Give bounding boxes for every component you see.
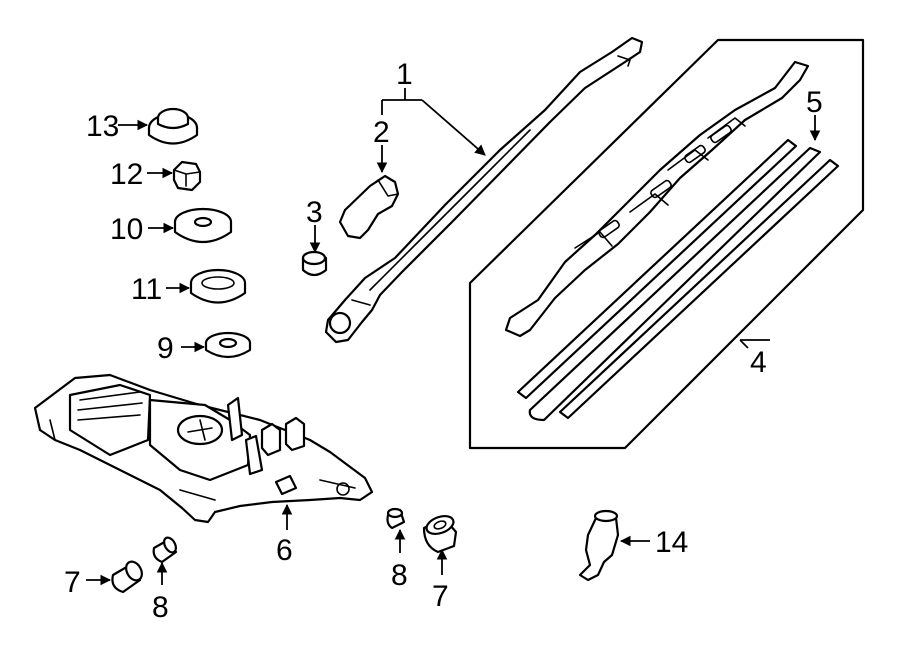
arm-cover-cap bbox=[338, 174, 400, 240]
nut-part-12 bbox=[172, 160, 202, 192]
wiper-arm bbox=[324, 36, 644, 344]
leader-lines bbox=[86, 88, 821, 586]
bushing-part-8-left bbox=[152, 536, 178, 564]
washer-part-11 bbox=[189, 268, 247, 304]
small-nut-part-3 bbox=[301, 250, 328, 277]
callout-7-right: 7 bbox=[432, 580, 449, 613]
wiper-motor-bracket bbox=[33, 373, 374, 524]
callout-9: 9 bbox=[157, 332, 174, 365]
callout-labels: 1 2 3 4 5 6 7 7 8 8 9 10 11 12 13 14 bbox=[64, 58, 823, 624]
callout-8-right: 8 bbox=[391, 559, 408, 592]
washer-part-10 bbox=[173, 207, 233, 243]
wiper-blade bbox=[504, 60, 810, 338]
bushing-part-7-left bbox=[111, 560, 143, 594]
callout-8-left: 8 bbox=[152, 591, 169, 624]
callout-5: 5 bbox=[806, 86, 823, 119]
callout-6: 6 bbox=[276, 534, 293, 567]
callout-1: 1 bbox=[396, 58, 413, 91]
callout-2: 2 bbox=[373, 116, 390, 149]
nozzle-part-14 bbox=[578, 509, 620, 582]
callout-4: 4 bbox=[750, 346, 767, 379]
bushing-part-8-right bbox=[386, 507, 406, 530]
callout-14: 14 bbox=[655, 526, 688, 559]
bushing-part-7-right bbox=[422, 514, 458, 554]
callout-12: 12 bbox=[110, 158, 143, 191]
callout-7-left: 7 bbox=[64, 566, 81, 599]
callout-13: 13 bbox=[86, 110, 119, 143]
grommet-part-13 bbox=[147, 107, 199, 145]
callout-10: 10 bbox=[110, 213, 143, 246]
callout-3: 3 bbox=[306, 196, 323, 229]
washer-part-9 bbox=[204, 331, 252, 359]
callout-11: 11 bbox=[131, 273, 162, 306]
blade-refill-strips bbox=[516, 138, 840, 422]
